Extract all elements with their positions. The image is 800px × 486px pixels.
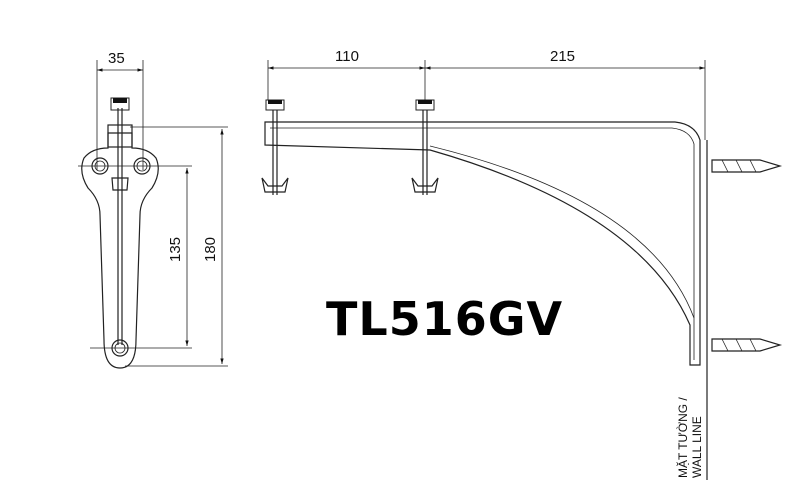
- wall-anchor-icon: [711, 338, 783, 352]
- front-view-bracket: [78, 60, 228, 369]
- dim-label-35: 35: [108, 50, 125, 67]
- wall-label-line1: MẶT TƯỜNG /: [675, 397, 690, 478]
- dim-label-180: 180: [202, 237, 219, 262]
- bolt-icon: [261, 99, 289, 195]
- wall-anchor-icon: [711, 159, 783, 173]
- side-view-bracket: [261, 60, 783, 480]
- bolt-icon: [411, 99, 439, 195]
- dim-label-110: 110: [335, 48, 359, 65]
- dim-label-215: 215: [550, 48, 575, 65]
- dim-label-135: 135: [167, 237, 184, 262]
- product-model-title: TL516GV: [326, 292, 564, 346]
- wall-label-line2: WALL LINE: [690, 416, 704, 478]
